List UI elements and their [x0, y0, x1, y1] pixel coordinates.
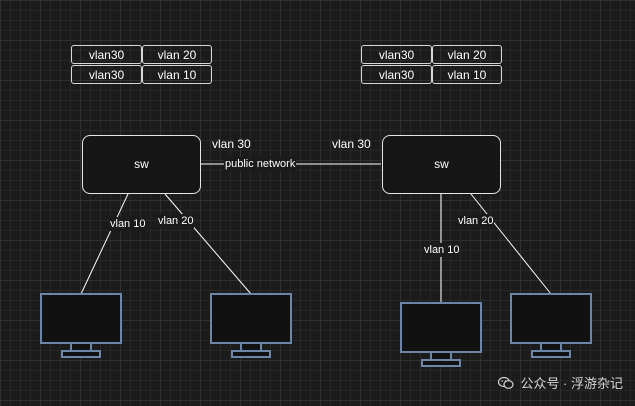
monitor-icon[interactable] — [400, 302, 482, 368]
watermark-text: 公众号 · 浮游杂记 — [520, 376, 623, 391]
right-vlan10-label: vlan 10 — [423, 243, 461, 257]
vlan-table-left-r2-c2[interactable]: vlan 10 — [142, 65, 212, 84]
wechat-icon — [498, 376, 515, 389]
monitor-icon[interactable] — [510, 293, 592, 359]
monitor-icon[interactable] — [40, 293, 122, 359]
left-vlan20-link[interactable] — [164, 193, 252, 295]
vlan-table-left-r1-c1[interactable]: vlan30 — [71, 45, 142, 64]
left-vlan20-label: vlan 20 — [157, 214, 195, 228]
trunk-left-label: vlan 30 — [212, 137, 251, 151]
vlan-table-right-r2-c1[interactable]: vlan30 — [361, 65, 432, 84]
right-vlan20-label: vlan 20 — [457, 214, 495, 228]
switch-right[interactable]: sw — [382, 135, 501, 194]
vlan-table-right-r1-c1[interactable]: vlan30 — [361, 45, 432, 64]
monitor-icon[interactable] — [210, 293, 292, 359]
trunk-middle-label: public network — [224, 157, 297, 171]
left-vlan10-link[interactable] — [80, 193, 129, 295]
switch-left[interactable]: sw — [82, 135, 201, 194]
vlan-table-left-r1-c2[interactable]: vlan 20 — [142, 45, 212, 64]
right-vlan20-link[interactable] — [470, 193, 552, 295]
vlan-table-right-r2-c2[interactable]: vlan 10 — [432, 65, 502, 84]
vlan-table-left-r2-c1[interactable]: vlan30 — [71, 65, 142, 84]
trunk-right-label: vlan 30 — [332, 137, 371, 151]
left-vlan10-label: vlan 10 — [109, 217, 147, 231]
watermark: 公众号 · 浮游杂记 — [498, 373, 623, 392]
vlan-table-right-r1-c2[interactable]: vlan 20 — [432, 45, 502, 64]
